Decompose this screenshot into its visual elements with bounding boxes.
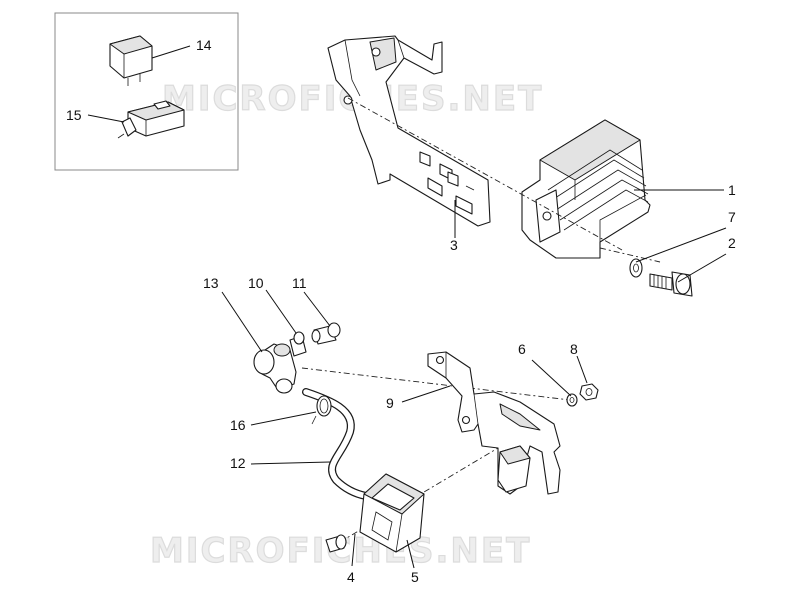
part-9-bracket[interactable] bbox=[427, 351, 561, 495]
callout-7: 7 bbox=[728, 209, 736, 225]
callout-11: 11 bbox=[292, 275, 307, 291]
alignment-line-2 bbox=[599, 247, 661, 263]
part-6-washer[interactable] bbox=[566, 393, 578, 407]
callout-4: 4 bbox=[347, 569, 355, 585]
part-14-relay[interactable] bbox=[109, 35, 153, 86]
part-7-washer[interactable] bbox=[629, 258, 643, 278]
callout-10: 10 bbox=[248, 275, 264, 291]
callout-9: 9 bbox=[386, 395, 394, 411]
callout-3: 3 bbox=[450, 237, 458, 253]
part-12-hose[interactable] bbox=[302, 388, 370, 500]
callout-14: 14 bbox=[196, 37, 212, 53]
part-16-clamp[interactable] bbox=[311, 395, 332, 425]
part-13-elbow[interactable] bbox=[253, 343, 297, 394]
leader-lines bbox=[87, 45, 727, 569]
callout-1: 1 bbox=[728, 182, 736, 198]
callout-6: 6 bbox=[518, 341, 526, 357]
callout-labels: 1 2 3 4 5 6 7 8 9 10 11 12 13 14 15 16 bbox=[66, 37, 736, 585]
callout-15: 15 bbox=[66, 107, 82, 123]
callout-16: 16 bbox=[230, 417, 246, 433]
callout-13: 13 bbox=[203, 275, 219, 291]
callout-5: 5 bbox=[411, 569, 419, 585]
part-1-regulator[interactable] bbox=[521, 119, 651, 259]
callout-8: 8 bbox=[570, 341, 578, 357]
part-8-nut[interactable] bbox=[579, 383, 599, 401]
inset-box bbox=[54, 12, 239, 171]
part-11-fitting[interactable] bbox=[311, 322, 341, 345]
alignment-line-1 bbox=[347, 97, 623, 251]
callout-12: 12 bbox=[230, 455, 246, 471]
part-15-switch[interactable] bbox=[117, 100, 185, 139]
alignment-line-3 bbox=[301, 367, 571, 401]
part-3-bracket[interactable] bbox=[327, 35, 491, 227]
part-10-sleeve[interactable] bbox=[289, 331, 307, 357]
part-2-bolt[interactable] bbox=[649, 271, 693, 297]
part-4-screw[interactable] bbox=[325, 534, 347, 553]
part-5-filter-box[interactable] bbox=[359, 473, 425, 553]
callout-2: 2 bbox=[728, 235, 736, 251]
